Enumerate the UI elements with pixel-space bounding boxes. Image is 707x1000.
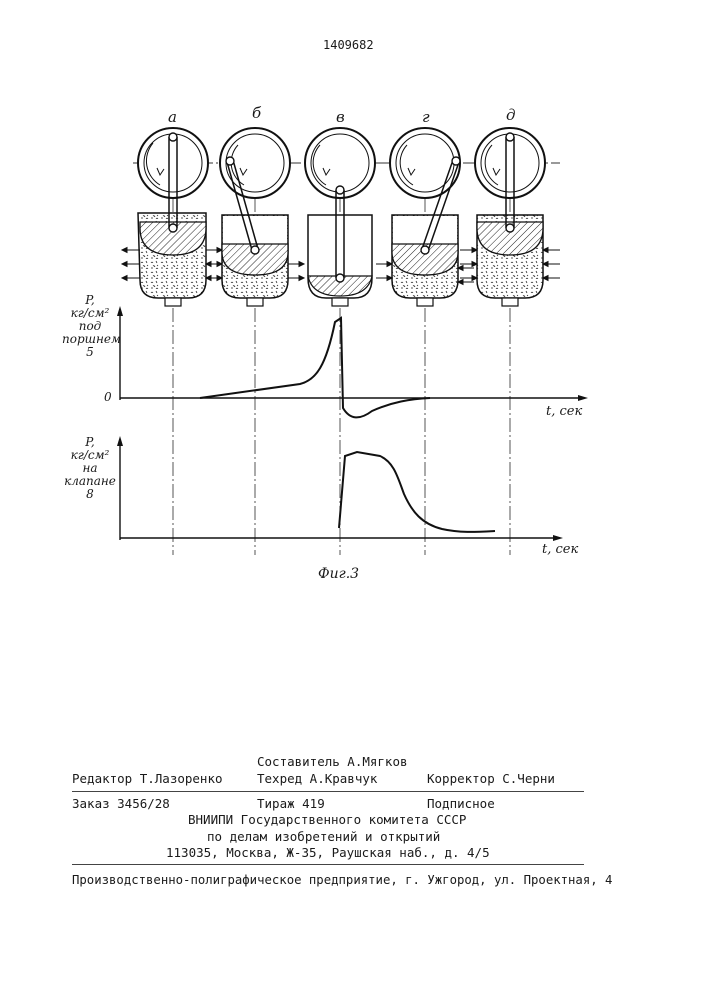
imprint-org-line-1: ВНИИПИ Государственного комитета СССР bbox=[188, 812, 466, 827]
graph1-ylabel-line-5: 5 bbox=[62, 346, 118, 359]
imprint-org-line-2: по делам изобретений и открытий bbox=[207, 829, 440, 844]
position-label-b: б bbox=[252, 104, 261, 122]
position-label-g: г bbox=[422, 108, 430, 126]
graph2-ylabel: P, кг/см² на клапане 8 bbox=[62, 436, 118, 501]
mechanism-v bbox=[305, 128, 375, 306]
imprint-editor: Редактор Т.Лазоренко bbox=[72, 771, 223, 786]
position-label-v: в bbox=[336, 108, 345, 126]
imprint-techred: Техред А.Кравчук bbox=[257, 771, 377, 786]
imprint-compiler: Составитель А.Мягков bbox=[257, 754, 408, 769]
figure-caption: Фиг.3 bbox=[318, 566, 359, 582]
imprint-printer: Производственно-полиграфическое предприя… bbox=[72, 873, 612, 887]
mechanism-a bbox=[122, 128, 222, 306]
position-label-a: а bbox=[168, 108, 177, 126]
imprint-corrector: Корректор С.Черни bbox=[427, 771, 555, 786]
imprint-rule-1 bbox=[72, 791, 584, 792]
imprint-order: Заказ 3456/28 bbox=[72, 796, 170, 811]
position-label-d: д bbox=[506, 106, 516, 124]
mechanism-b bbox=[206, 128, 304, 306]
graph1-ylabel: P, кг/см² под поршнем 5 bbox=[62, 294, 118, 359]
graph2-xlabel: t, сек bbox=[542, 542, 578, 557]
imprint-circulation: Тираж 419 bbox=[257, 796, 325, 811]
graph2-curve bbox=[339, 452, 495, 532]
graph1-origin-label: 0 bbox=[104, 390, 112, 404]
graph-piston-pressure bbox=[117, 306, 588, 417]
graph2-ylabel-line-5: 8 bbox=[62, 488, 118, 501]
imprint-rule-2 bbox=[72, 864, 584, 865]
graph1-xlabel: t, сек bbox=[546, 404, 582, 419]
mechanism-g bbox=[376, 128, 474, 306]
graph1-curve bbox=[200, 318, 430, 417]
imprint-subscription: Подписное bbox=[427, 796, 495, 811]
mechanism-d bbox=[460, 128, 560, 306]
imprint-org-address: 113035, Москва, Ж-35, Раушская наб., д. … bbox=[166, 845, 490, 860]
